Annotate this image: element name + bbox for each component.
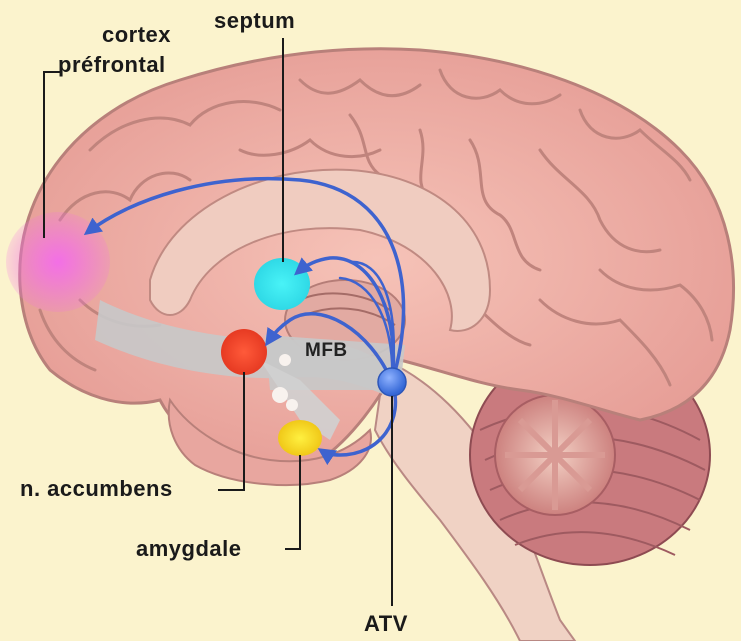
label-septum: septum <box>214 8 295 34</box>
label-nucleus-accumbens: n. accumbens <box>20 476 173 502</box>
label-cortex-prefrontal: cortex préfrontal <box>98 20 171 80</box>
cerebrum <box>20 49 734 469</box>
atv-region <box>378 368 406 396</box>
amygdala-region <box>278 420 322 456</box>
label-cortex-line1: cortex <box>98 20 171 50</box>
label-atv: ATV <box>364 611 408 637</box>
label-cortex-line2: préfrontal <box>58 50 171 80</box>
septum-region <box>254 258 310 310</box>
label-amygdale: amygdale <box>136 536 242 562</box>
label-mfb: MFB <box>305 340 348 362</box>
nucleus-accumbens-region <box>221 329 267 375</box>
